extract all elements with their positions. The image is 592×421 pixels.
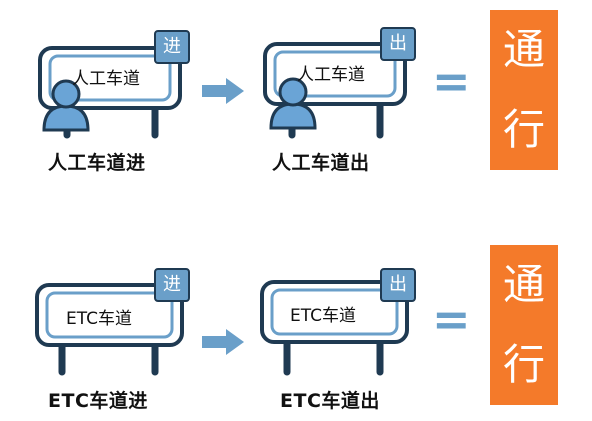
equals-sign: = [432,54,471,108]
entry-badge: 进 [154,30,190,64]
attendant-person-icon [42,79,90,132]
attendant-person-icon [269,77,317,130]
entry-caption: 人工车道进 [48,152,146,174]
entry-board-label: 人工车道 [72,69,140,89]
exit-board-label: 人工车道 [297,65,365,85]
exit-badge: 出 [380,268,416,302]
toll-booth-sign-icon [260,280,409,376]
right-arrow-icon [202,78,244,104]
pass-result-block: 通 行 [490,245,558,405]
entry-badge: 进 [154,268,190,302]
pass-char-1: 通 [502,260,545,309]
pass-char-2: 行 [502,340,545,389]
toll-booth-sign-icon [35,283,184,376]
exit-badge: 出 [380,27,416,61]
exit-board-label: ETC车道 [290,306,356,326]
pass-char-1: 通 [502,25,545,74]
pass-result-block: 通 行 [490,10,558,170]
pass-char-2: 行 [502,105,545,154]
exit-caption: ETC车道出 [280,390,380,412]
right-arrow-icon [202,329,244,355]
equals-sign: = [432,292,471,346]
entry-caption: ETC车道进 [48,390,148,412]
exit-caption: 人工车道出 [272,152,370,174]
entry-board-label: ETC车道 [66,309,132,329]
